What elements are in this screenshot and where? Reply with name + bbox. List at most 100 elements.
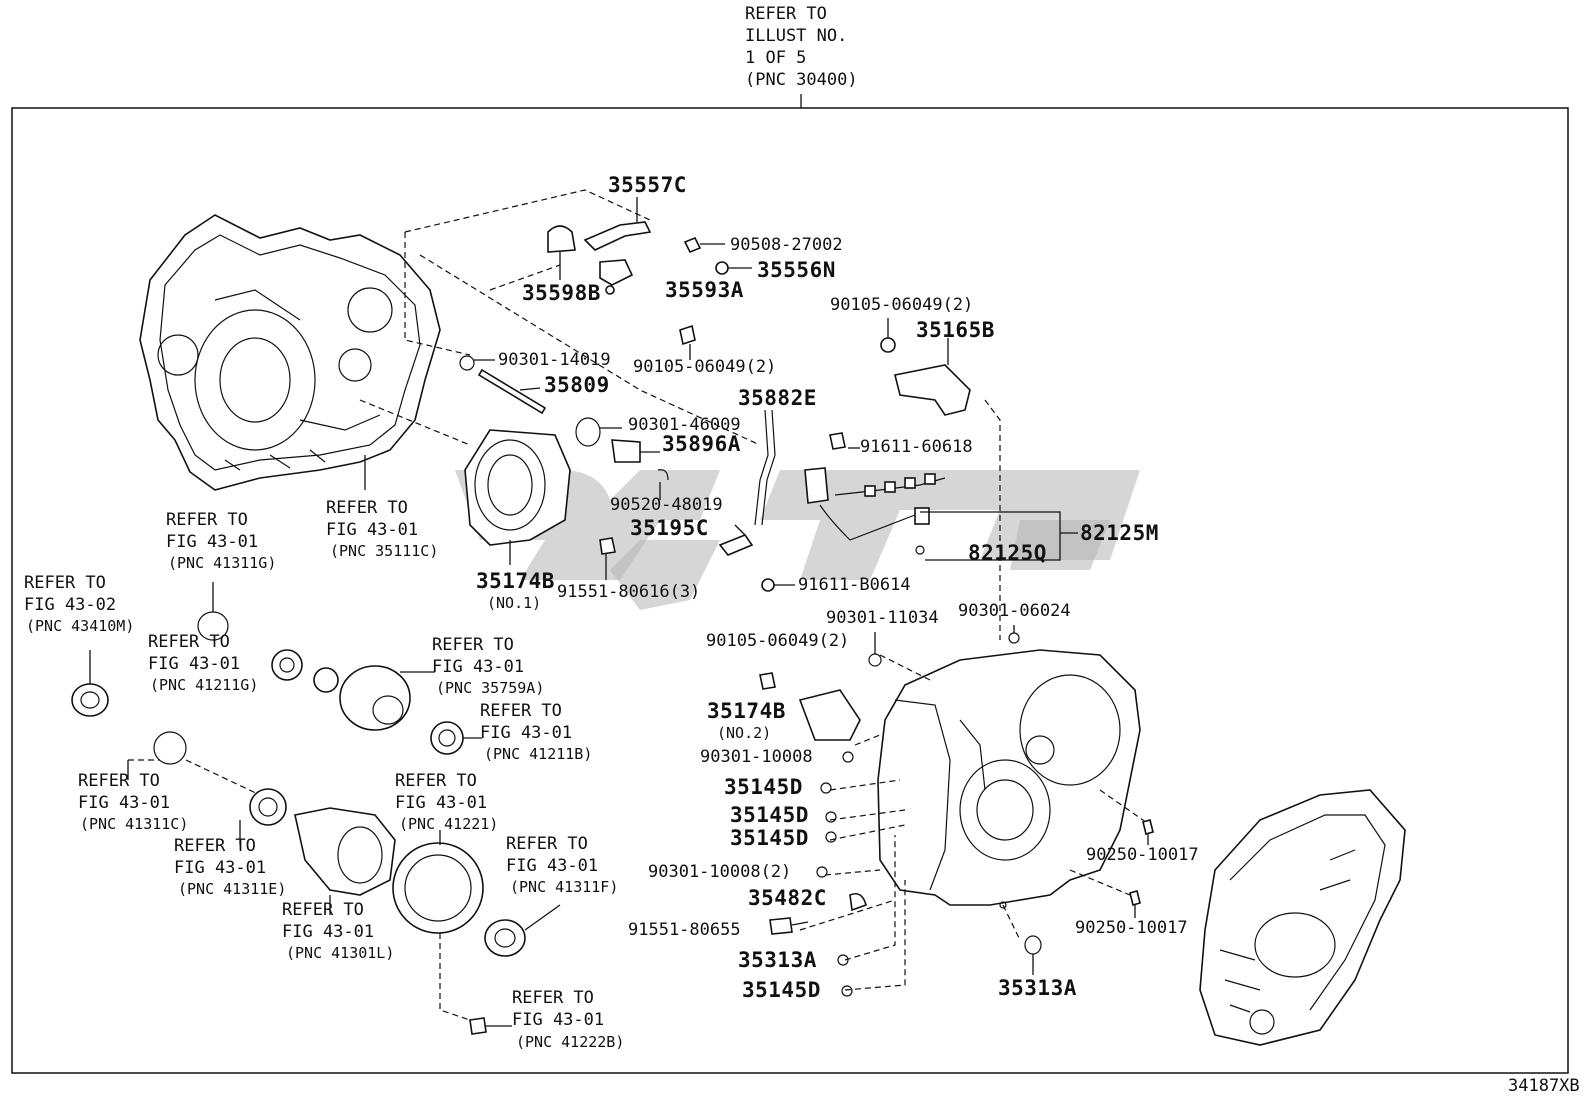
- svg-text:(PNC 41311C): (PNC 41311C): [80, 815, 188, 833]
- label-35145D-b: 35145D: [730, 803, 809, 827]
- drawing-id: 34187XB: [1508, 1076, 1580, 1096]
- label-90105-06049-b: 90105-06049(2): [830, 295, 973, 315]
- svg-text:REFER TO: REFER TO: [148, 632, 230, 652]
- label-35313A-a: 35313A: [738, 948, 817, 972]
- diagram-frame: [11, 107, 1569, 1074]
- svg-text:FIG 43-01: FIG 43-01: [395, 793, 487, 813]
- svg-text:REFER TO: REFER TO: [174, 836, 256, 856]
- label-82125Q: 82125Q: [968, 541, 1047, 565]
- label-35557C: 35557C: [608, 173, 687, 197]
- logo-watermark: [455, 470, 1140, 610]
- svg-text:REFER TO: REFER TO: [24, 573, 106, 593]
- ref-41211B: REFER TO FIG 43-01 (PNC 41211B): [480, 701, 592, 763]
- label-90301-10008-2: 90301-10008(2): [648, 862, 791, 882]
- svg-text:REFER TO: REFER TO: [432, 635, 514, 655]
- svg-text:(PNC 41211B): (PNC 41211B): [484, 745, 592, 763]
- label-90301-14019: 90301-14019: [498, 350, 611, 370]
- label-35882E: 35882E: [738, 386, 817, 410]
- label-35145D-a: 35145D: [724, 775, 803, 799]
- label-90301-06024: 90301-06024: [958, 601, 1071, 621]
- label-35174B-no1-note: (NO.1): [487, 594, 541, 612]
- label-90301-11034: 90301-11034: [826, 608, 939, 628]
- svg-text:FIG 43-02: FIG 43-02: [24, 595, 116, 615]
- ref-41211G: REFER TO FIG 43-01 (PNC 41211G): [148, 632, 258, 694]
- label-90105-06049-a: 90105-06049(2): [633, 357, 776, 377]
- label-90105-06049-c: 90105-06049(2): [706, 631, 849, 651]
- ref-41311E: REFER TO FIG 43-01 (PNC 41311E): [174, 836, 286, 898]
- label-35598B: 35598B: [522, 281, 601, 305]
- svg-text:(PNC 41301L): (PNC 41301L): [286, 944, 394, 962]
- svg-text:(PNC 41211G): (PNC 41211G): [150, 676, 258, 694]
- transmission-case: [877, 649, 1141, 909]
- svg-text:(PNC 41311F): (PNC 41311F): [510, 878, 618, 896]
- ref-35759A: REFER TO FIG 43-01 (PNC 35759A): [432, 635, 544, 697]
- svg-text:FIG 43-01: FIG 43-01: [78, 793, 170, 813]
- svg-text:FIG 43-01: FIG 43-01: [166, 532, 258, 552]
- ref-41222B: REFER TO FIG 43-01 (PNC 41222B): [512, 988, 624, 1051]
- ref-43410M: REFER TO FIG 43-02 (PNC 43410M): [24, 573, 134, 635]
- svg-text:REFER TO: REFER TO: [395, 771, 477, 791]
- svg-text:REFER TO: REFER TO: [282, 900, 364, 920]
- svg-text:FIG 43-01: FIG 43-01: [506, 856, 598, 876]
- transaxle-housing: [139, 214, 441, 491]
- svg-text:FIG 43-01: FIG 43-01: [326, 520, 418, 540]
- label-82125M: 82125M: [1080, 521, 1159, 545]
- svg-text:(PNC 35111C): (PNC 35111C): [330, 542, 438, 560]
- svg-text:REFER TO: REFER TO: [166, 510, 248, 530]
- label-35174B-no2: 35174B: [707, 699, 786, 723]
- svg-text:(PNC 35759A): (PNC 35759A): [436, 679, 544, 697]
- cover-no1: [464, 429, 616, 580]
- label-91611-60618: 91611-60618: [860, 437, 973, 457]
- label-35313A-b: 35313A: [998, 976, 1077, 1000]
- svg-text:REFER TO: REFER TO: [326, 498, 408, 518]
- ref-41311G: REFER TO FIG 43-01 (PNC 41311G): [166, 510, 276, 572]
- label-35174B-no2-note: (NO.2): [717, 724, 771, 742]
- svg-text:FIG 43-01: FIG 43-01: [148, 654, 240, 674]
- svg-text:(PNC 41311G): (PNC 41311G): [168, 554, 276, 572]
- svg-text:FIG 43-01: FIG 43-01: [512, 1010, 604, 1030]
- bracket-35165B: [880, 318, 971, 416]
- svg-text:FIG 43-01: FIG 43-01: [480, 723, 572, 743]
- label-91551-80616: 91551-80616(3): [557, 582, 700, 602]
- pipe-parts: [718, 409, 795, 592]
- label-35195C: 35195C: [630, 516, 709, 540]
- svg-text:FIG 43-01: FIG 43-01: [432, 657, 524, 677]
- label-90508-27002: 90508-27002: [730, 235, 843, 255]
- case-small-parts: [759, 625, 1154, 997]
- svg-text:ILLUST NO.: ILLUST NO.: [745, 26, 847, 46]
- svg-text:(PNC 41221): (PNC 41221): [399, 815, 498, 833]
- svg-text:FIG 43-01: FIG 43-01: [282, 922, 374, 942]
- ref-41311C: REFER TO FIG 43-01 (PNC 41311C): [78, 771, 188, 833]
- svg-text:REFER TO: REFER TO: [480, 701, 562, 721]
- label-90250-10017-b: 90250-10017: [1075, 918, 1188, 938]
- top-reference: REFER TO ILLUST NO. 1 OF 5 (PNC 30400): [745, 4, 858, 90]
- label-35556N: 35556N: [757, 258, 836, 282]
- label-35145D-c: 35145D: [730, 826, 809, 850]
- transaxle-inset-view: [1199, 789, 1406, 1046]
- wire-harness: [804, 432, 1078, 561]
- label-90520-48019: 90520-48019: [610, 495, 723, 515]
- svg-text:(PNC 41222B): (PNC 41222B): [516, 1033, 624, 1051]
- ref-41221: REFER TO FIG 43-01 (PNC 41221): [395, 771, 498, 833]
- svg-text:(PNC 41311E): (PNC 41311E): [178, 880, 286, 898]
- label-35896A: 35896A: [662, 432, 741, 456]
- label-90301-10008: 90301-10008: [700, 747, 813, 767]
- label-91611-B0614: 91611-B0614: [798, 575, 911, 595]
- ref-41301L: REFER TO FIG 43-01 (PNC 41301L): [282, 900, 394, 962]
- label-35593A: 35593A: [665, 278, 744, 302]
- ref-35111C: REFER TO FIG 43-01 (PNC 35111C): [326, 498, 438, 560]
- svg-text:(PNC 43410M): (PNC 43410M): [26, 617, 134, 635]
- label-35809: 35809: [544, 373, 610, 397]
- sensor-bracket-parts: [547, 197, 752, 360]
- svg-text:(PNC 30400): (PNC 30400): [745, 70, 858, 90]
- label-35165B: 35165B: [916, 318, 995, 342]
- label-90301-46009: 90301-46009: [628, 415, 741, 435]
- svg-text:REFER TO: REFER TO: [506, 834, 588, 854]
- svg-text:REFER TO: REFER TO: [512, 988, 594, 1008]
- label-90250-10017-a: 90250-10017: [1086, 845, 1199, 865]
- label-91551-80655: 91551-80655: [628, 920, 741, 940]
- shaft-parts: [459, 355, 669, 500]
- svg-text:FIG 43-01: FIG 43-01: [174, 858, 266, 878]
- ref-41311F: REFER TO FIG 43-01 (PNC 41311F): [506, 834, 618, 896]
